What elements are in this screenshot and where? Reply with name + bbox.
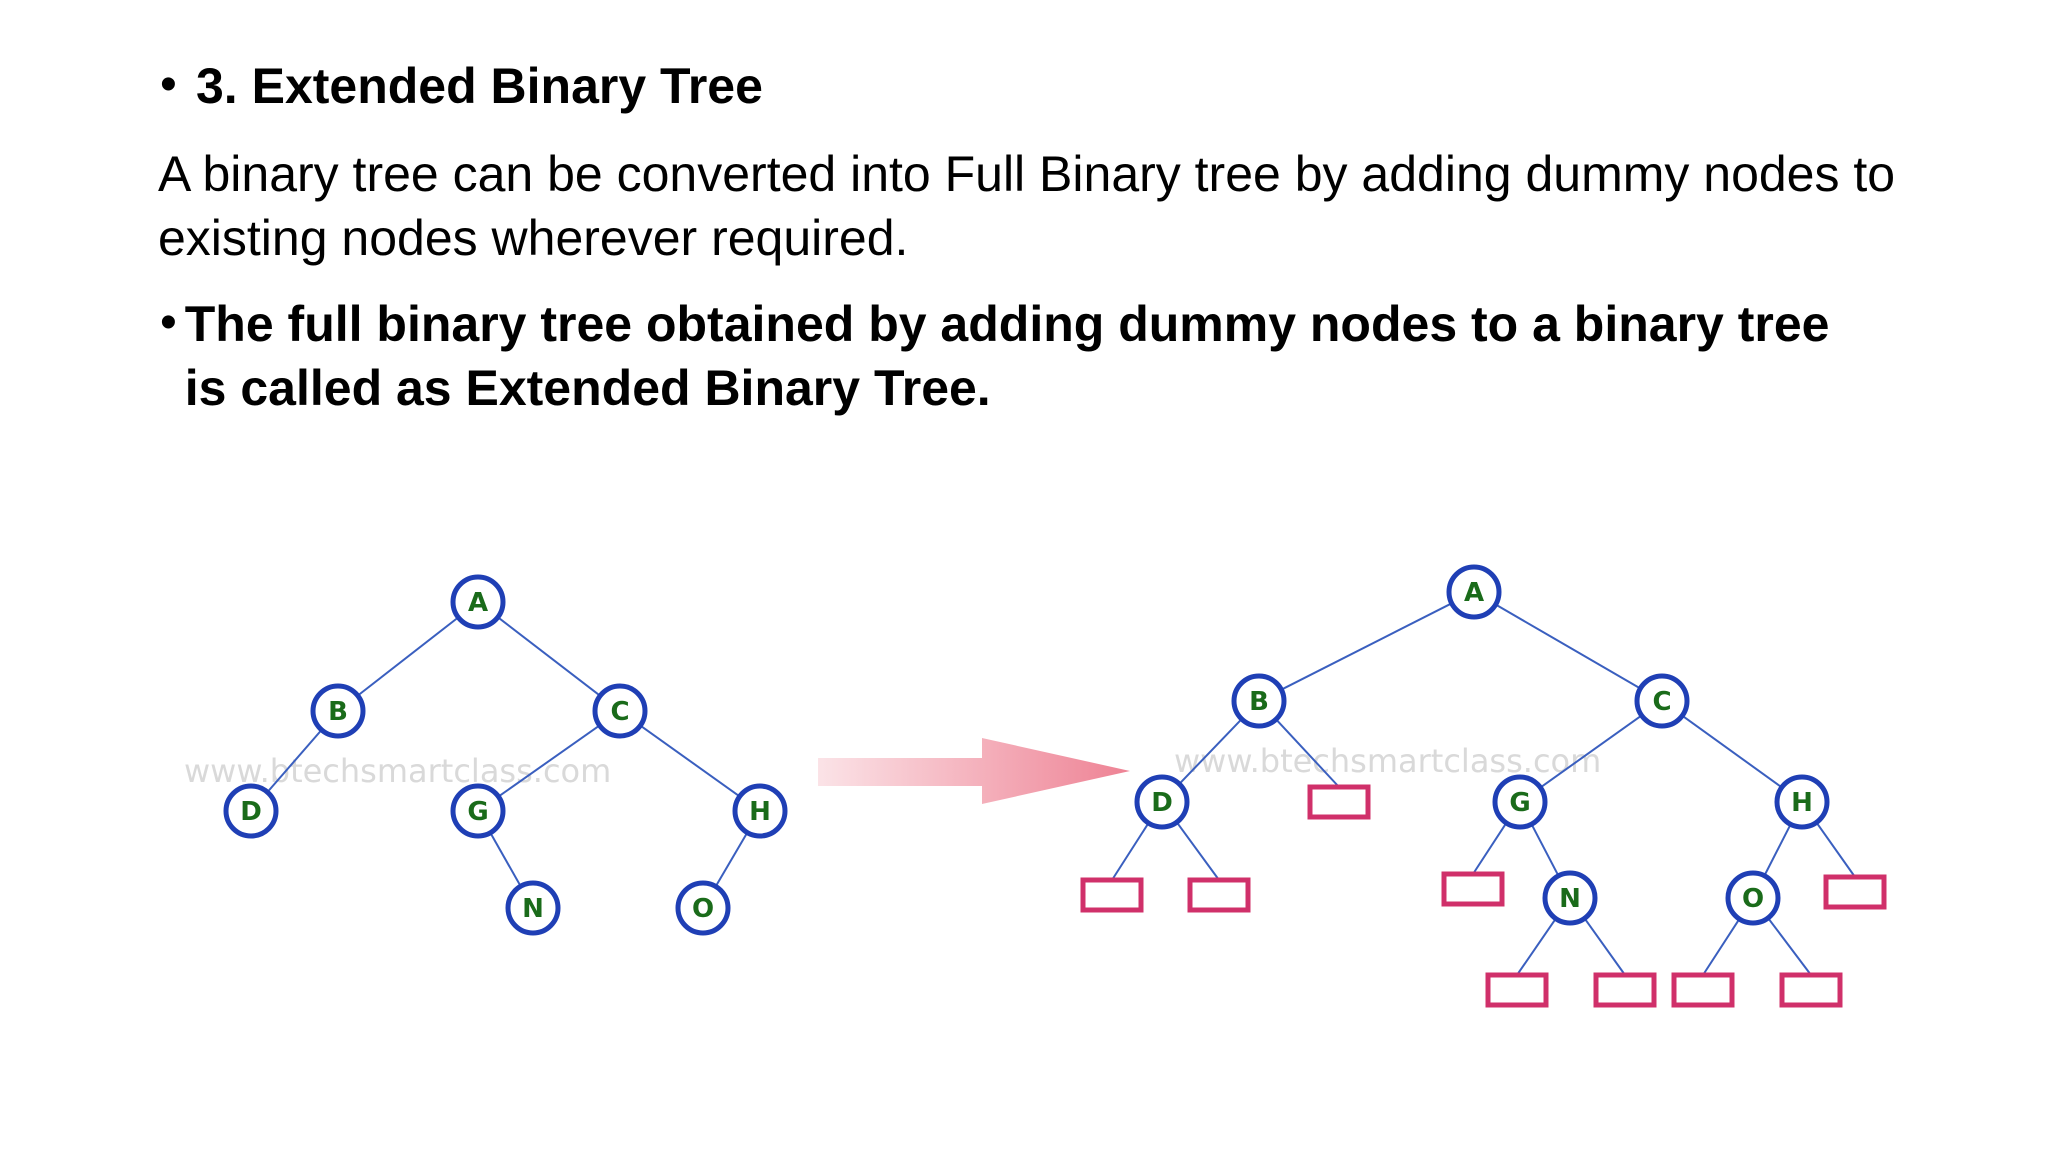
description-paragraph: A binary tree can be converted into Full… (158, 146, 1896, 266)
transform-arrow (818, 738, 1130, 804)
right-node-h-label: H (1791, 788, 1813, 818)
bullet-extended-binary-tree: • 3. Extended Binary Tree (160, 54, 1860, 118)
dummy-node-b-right (1307, 784, 1371, 820)
right-edge-d-dummy-left (1111, 822, 1150, 881)
bullet-definition: • The full binary tree obtained by addin… (160, 292, 1880, 420)
left-edge-g-n (489, 832, 522, 887)
dummy-node-o-left (1671, 972, 1735, 1008)
right-node-g-label: G (1509, 788, 1530, 818)
right-node-b: B (1231, 673, 1287, 729)
left-node-d: D (223, 783, 279, 839)
left-node-g: G (450, 783, 506, 839)
right-edge-g-n (1530, 823, 1560, 877)
right-tree-edges (1111, 602, 1856, 976)
left-node-b-label: B (328, 697, 348, 727)
right-node-a-label: A (1464, 578, 1484, 608)
right-node-d: D (1134, 774, 1190, 830)
left-node-a-label: A (468, 588, 488, 618)
left-node-o-label: O (692, 894, 714, 924)
left-node-h-label: H (749, 797, 771, 827)
right-edge-a-c (1495, 603, 1641, 690)
right-edge-g-dummy-left (1472, 822, 1508, 875)
left-node-o: O (675, 880, 731, 936)
left-edge-c-g (497, 724, 601, 798)
left-edge-a-b (357, 616, 459, 697)
right-node-a: A (1446, 564, 1502, 620)
definition-text: The full binary tree obtained by adding … (184, 296, 1830, 416)
dummy-node-o-right (1779, 972, 1843, 1008)
left-edge-c-h (639, 724, 741, 798)
right-edge-n-dummy-left (1516, 918, 1557, 976)
right-edge-h-dummy-right (1815, 821, 1856, 878)
right-edge-b-dummy-right (1275, 718, 1340, 788)
heading-text: 3. Extended Binary Tree (196, 58, 763, 114)
left-edge-b-d (266, 729, 323, 793)
right-node-g: G (1492, 774, 1548, 830)
right-node-o-label: O (1742, 884, 1764, 914)
right-edge-c-h (1681, 714, 1783, 789)
right-edge-d-dummy-right (1175, 821, 1220, 881)
left-edge-a-c (497, 616, 601, 697)
watermark-left: www.btechsmartclass.com (184, 752, 611, 790)
dummy-node-g-left (1441, 871, 1505, 907)
bullet-symbol: • (160, 58, 177, 111)
left-node-b: B (310, 683, 366, 739)
dummy-node-n-right (1593, 972, 1657, 1008)
left-node-d-label: D (240, 797, 262, 827)
right-edge-o-dummy-right (1767, 917, 1812, 976)
left-node-c: C (592, 683, 648, 739)
left-tree: A B C D G H N O (223, 574, 788, 936)
left-node-n-label: N (522, 894, 544, 924)
right-edge-a-b (1280, 602, 1453, 691)
left-tree-edges (266, 616, 749, 887)
dummy-node-d-left (1080, 877, 1144, 913)
left-node-c-label: C (610, 697, 629, 727)
right-edge-h-o (1763, 823, 1792, 877)
right-node-n: N (1542, 870, 1598, 926)
left-node-a: A (450, 574, 506, 630)
right-edge-o-dummy-left (1702, 918, 1741, 976)
right-edge-c-g (1539, 714, 1643, 789)
watermark-right: www.btechsmartclass.com (1174, 742, 1601, 780)
left-edge-h-o (714, 832, 749, 887)
dummy-node-d-right (1187, 877, 1251, 913)
right-edge-b-d (1178, 718, 1243, 785)
dummy-node-h-right (1823, 874, 1887, 910)
right-node-o: O (1725, 870, 1781, 926)
right-node-c-label: C (1652, 687, 1671, 717)
right-node-n-label: N (1559, 884, 1581, 914)
right-tree: A B C D G H N O (1080, 564, 1887, 1008)
right-node-d-label: D (1151, 788, 1173, 818)
left-node-g-label: G (467, 797, 488, 827)
right-node-c: C (1634, 673, 1690, 729)
bullet-symbol: • (160, 296, 177, 349)
left-node-n: N (505, 880, 561, 936)
right-edge-n-dummy-right (1583, 917, 1626, 976)
dummy-node-n-left (1485, 972, 1549, 1008)
left-node-h: H (732, 783, 788, 839)
right-node-b-label: B (1249, 687, 1269, 717)
right-node-h: H (1774, 774, 1830, 830)
